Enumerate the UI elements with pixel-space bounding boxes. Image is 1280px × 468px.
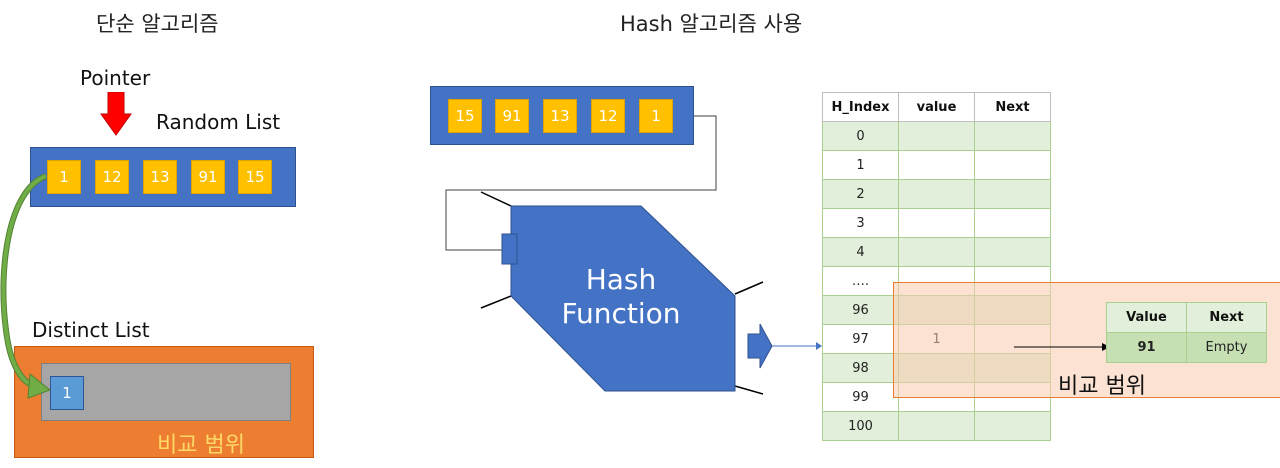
value-cell xyxy=(898,411,975,441)
node-header-row: Value Next xyxy=(1106,302,1267,333)
h-index-cell: 4 xyxy=(822,237,899,267)
h-index-cell: 0 xyxy=(822,121,899,151)
value-cell xyxy=(898,121,975,151)
distinct-list-item: 1 xyxy=(50,376,84,410)
random-list-label: Random List xyxy=(156,110,281,134)
input-list-item: 13 xyxy=(543,99,577,133)
input-list-item: 15 xyxy=(448,99,482,133)
random-list-bar: 1 12 13 91 15 xyxy=(30,147,296,207)
h-index-cell: 97 xyxy=(822,324,899,354)
h-index-cell: 98 xyxy=(822,353,899,383)
header-value: value xyxy=(898,92,975,122)
hash-function-label: Hash Function xyxy=(548,263,694,331)
move-arrow-icon xyxy=(0,173,52,399)
right-title: Hash 알고리즘 사용 xyxy=(620,12,803,36)
next-cell xyxy=(974,150,1051,180)
hash-table-header-row: H_Index value Next xyxy=(822,92,1051,122)
hash-function-label-line2: Function xyxy=(561,297,681,330)
next-cell xyxy=(974,237,1051,267)
input-list-item: 12 xyxy=(591,99,625,133)
left-compare-range-area: 1 비교 범위 xyxy=(14,346,314,458)
value-cell xyxy=(898,208,975,238)
pointer-arrow-icon xyxy=(100,92,132,136)
next-cell xyxy=(974,411,1051,441)
input-list-bar: 15 91 13 12 1 xyxy=(430,86,694,145)
random-list-item: 91 xyxy=(191,160,225,194)
table-row: 1 xyxy=(822,150,1051,180)
random-list-item: 1 xyxy=(47,160,81,194)
table-row: 3 xyxy=(822,208,1051,238)
h-index-cell: 1 xyxy=(822,150,899,180)
node-header-value: Value xyxy=(1106,302,1187,333)
left-compare-range-label: 비교 범위 xyxy=(157,433,245,458)
h-index-cell: 3 xyxy=(822,208,899,238)
value-cell xyxy=(898,150,975,180)
right-compare-range-label: 비교 범위 xyxy=(1058,374,1146,399)
input-list-item: 1 xyxy=(639,99,673,133)
distinct-list-label: Distinct List xyxy=(32,318,150,342)
value-cell xyxy=(898,179,975,209)
chain-arrow-icon xyxy=(1014,343,1110,351)
output-arrow-icon xyxy=(747,323,822,369)
random-list-item: 12 xyxy=(95,160,129,194)
random-list-item: 15 xyxy=(238,160,272,194)
hash-function-shape xyxy=(480,191,764,395)
hash-function-label-line1: Hash xyxy=(585,263,657,296)
distinct-list-bar: 1 xyxy=(41,363,291,421)
next-cell xyxy=(974,121,1051,151)
table-row: 0 xyxy=(822,121,1051,151)
left-title: 단순 알고리즘 xyxy=(96,12,219,36)
chained-node-table: Value Next 91 Empty xyxy=(1106,302,1267,363)
next-cell xyxy=(974,208,1051,238)
h-index-cell: 99 xyxy=(822,382,899,412)
h-index-cell: …. xyxy=(822,266,899,296)
header-next: Next xyxy=(974,92,1051,122)
input-connector-line xyxy=(445,115,717,251)
pointer-label: Pointer xyxy=(80,66,151,90)
random-list-item: 13 xyxy=(143,160,177,194)
node-value-cell: 91 xyxy=(1106,332,1187,363)
header-h-index: H_Index xyxy=(822,92,899,122)
node-header-next: Next xyxy=(1186,302,1267,333)
node-row: 91 Empty xyxy=(1106,332,1267,363)
value-cell xyxy=(898,237,975,267)
next-cell xyxy=(974,179,1051,209)
table-row: 4 xyxy=(822,237,1051,267)
node-next-cell: Empty xyxy=(1186,332,1267,363)
h-index-cell: 100 xyxy=(822,411,899,441)
h-index-cell: 2 xyxy=(822,179,899,209)
table-row: 2 xyxy=(822,179,1051,209)
table-row: 100 xyxy=(822,411,1051,441)
h-index-cell: 96 xyxy=(822,295,899,325)
input-list-item: 91 xyxy=(495,99,529,133)
